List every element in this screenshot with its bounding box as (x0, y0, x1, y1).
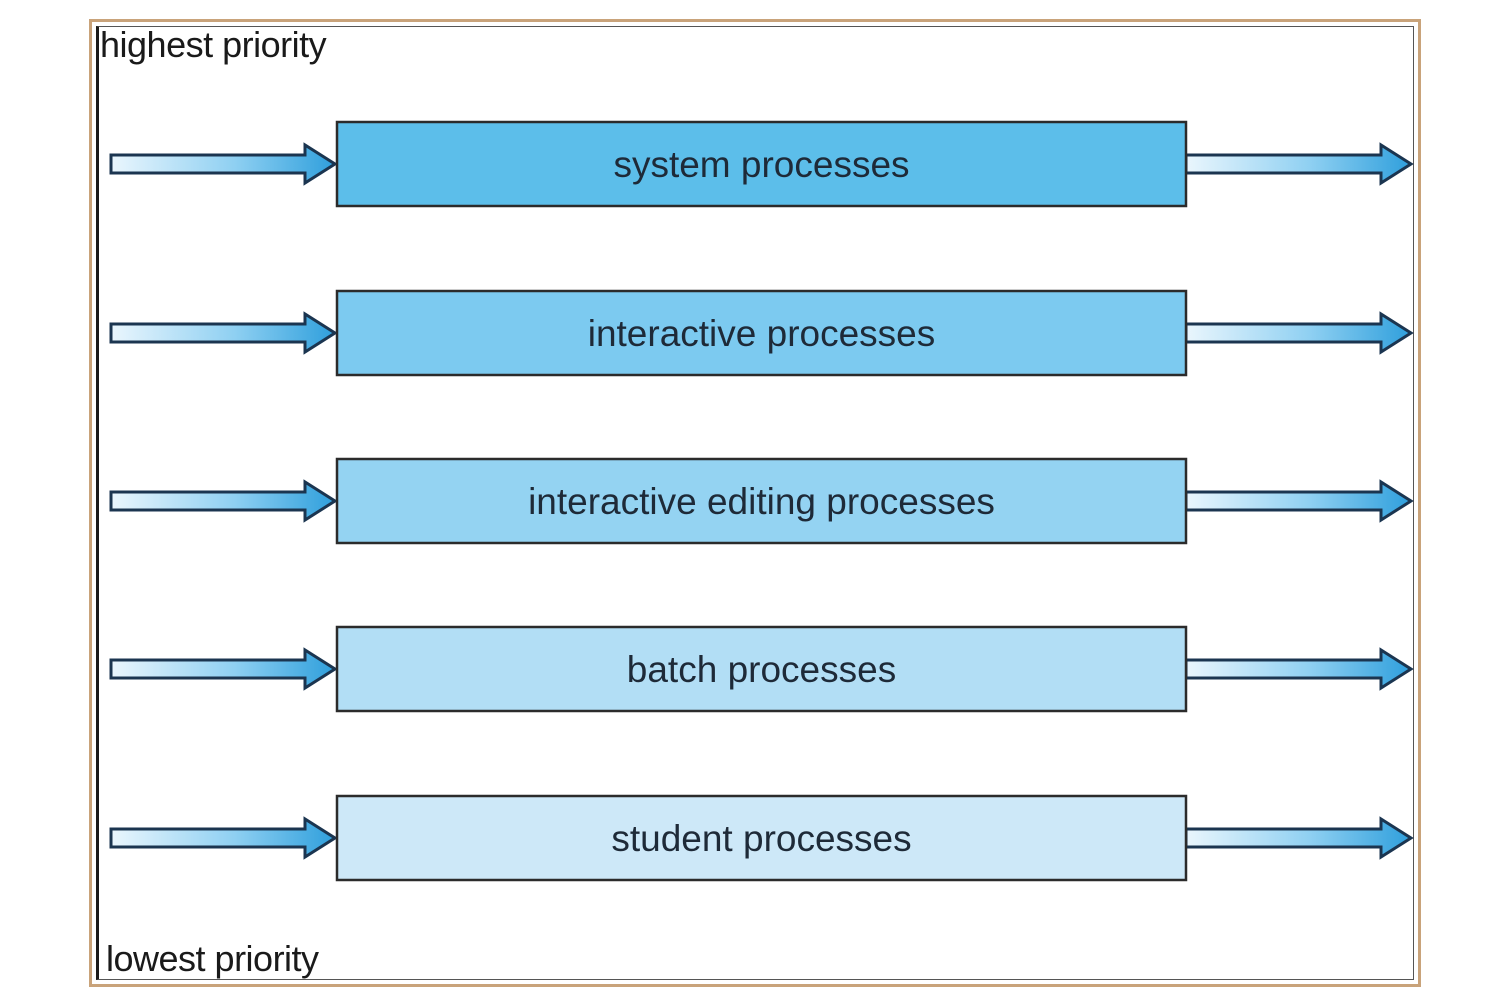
queue-label: batch processes (627, 649, 896, 690)
incoming-arrow (109, 647, 338, 691)
queue-row: batch processes (109, 625, 1414, 713)
queue-box (335, 289, 1188, 377)
lowest-priority-label: lowest priority (106, 938, 319, 979)
queue-box (335, 625, 1188, 713)
queue-label: student processes (611, 818, 911, 859)
queue-box (335, 794, 1188, 882)
highest-priority-label: highest priority (100, 24, 327, 65)
outgoing-arrow (1184, 647, 1414, 691)
queue-row: system processes (109, 120, 1414, 208)
diagram-frame (89, 19, 1421, 987)
incoming-arrow (109, 479, 338, 523)
outgoing-arrow (1184, 311, 1414, 355)
outgoing-arrow (1184, 816, 1414, 860)
incoming-arrow (109, 816, 338, 860)
queue-label: interactive editing processes (528, 481, 995, 522)
queue-row: student processes (109, 794, 1414, 882)
queue-row: interactive processes (109, 289, 1414, 377)
queue-label: system processes (613, 144, 909, 185)
queue-row: interactive editing processes (109, 457, 1414, 545)
outgoing-arrow (1184, 479, 1414, 523)
outgoing-arrow (1184, 142, 1414, 186)
queue-label: interactive processes (588, 313, 936, 354)
incoming-arrow (109, 142, 338, 186)
queue-box (335, 120, 1188, 208)
incoming-arrow (109, 311, 338, 355)
queue-box (335, 457, 1188, 545)
diagram-inner-border (96, 26, 1414, 980)
